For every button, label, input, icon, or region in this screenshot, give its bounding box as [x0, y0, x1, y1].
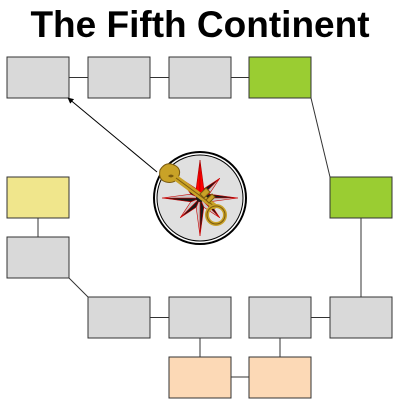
board-space-bottom-mid-1[interactable] — [168, 296, 232, 339]
board-space-bottom-mid-2[interactable] — [87, 296, 151, 339]
board-space-left-upper[interactable] — [6, 176, 70, 219]
board-space-bottom-right-2[interactable] — [248, 296, 312, 339]
connection-top-4-right-1 — [310, 97, 331, 178]
board-space-bottom-right-1[interactable] — [329, 296, 393, 339]
board-space-left-lower[interactable] — [6, 236, 70, 279]
key-icon — [159, 163, 227, 226]
board-spaces — [6, 56, 393, 399]
board-space-right-1[interactable] — [329, 176, 393, 219]
board-space-peach-2[interactable] — [248, 356, 312, 399]
compass-key-icon[interactable] — [67, 97, 247, 245]
connection-bottom-mid-2-left-lower — [68, 277, 89, 298]
start-arrow — [67, 97, 158, 173]
board-connections — [37, 77, 362, 378]
board-space-top-3[interactable] — [168, 56, 232, 99]
board-space-top-2[interactable] — [87, 56, 151, 99]
board-space-peach-1[interactable] — [168, 356, 232, 399]
board-space-top-4[interactable] — [248, 56, 312, 99]
board-space-top-1[interactable] — [6, 56, 70, 99]
game-title: The Fifth Continent — [30, 4, 370, 45]
